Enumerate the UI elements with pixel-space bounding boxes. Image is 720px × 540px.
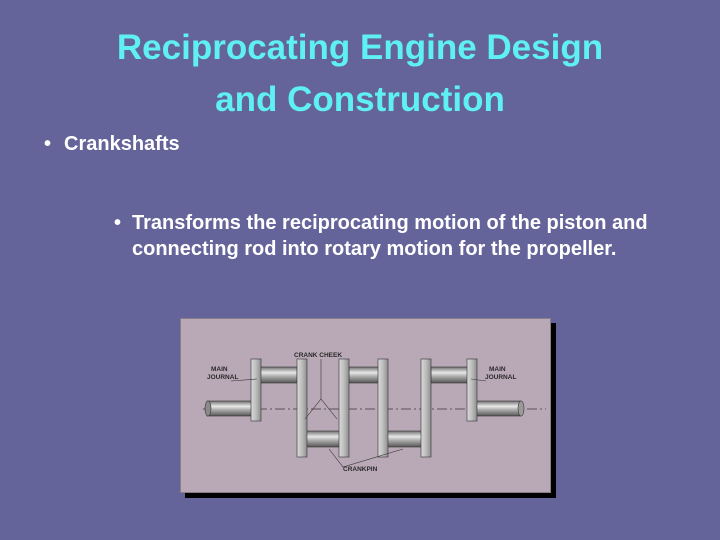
main-journal-left — [258, 366, 298, 384]
crankshaft-diagram: CRANK CHEEK MAIN JOURNAL MAIN JOURNAL CR… — [203, 352, 546, 473]
cheek-1 — [250, 358, 262, 422]
title-line-1: Reciprocating Engine Design — [116, 28, 604, 67]
cheek-3 — [338, 358, 350, 458]
right-shaft — [470, 400, 522, 417]
bullet-icon: • — [114, 212, 122, 234]
crankpin-right — [385, 430, 423, 448]
main-journal-right — [430, 366, 470, 384]
cheek-2 — [296, 358, 308, 458]
bullet-text: Crankshafts — [64, 133, 180, 155]
cheek-5 — [420, 358, 432, 458]
bullet-crankshafts: • Crankshafts — [44, 133, 180, 156]
label-crankpin: CRANKPIN — [343, 466, 378, 473]
slide-title: Reciprocating Engine Design and Construc… — [0, 22, 720, 126]
label-crank-cheek: CRANK CHEEK — [294, 352, 342, 359]
crankshaft-figure: CRANK CHEEK MAIN JOURNAL MAIN JOURNAL CR… — [180, 318, 551, 493]
crankpin-left — [304, 430, 342, 448]
cheek-4 — [377, 358, 389, 458]
bullet-transforms: • Transforms the reciprocating motion of… — [114, 210, 674, 262]
bullet-text: Transforms the reciprocating motion of t… — [132, 212, 648, 260]
title-line-2: and Construction — [215, 80, 505, 119]
label-main-journal-left-2: JOURNAL — [207, 374, 238, 381]
label-main-journal-right-1: MAIN — [489, 366, 506, 373]
label-main-journal-right-2: JOURNAL — [485, 374, 516, 381]
cheek-6 — [466, 358, 478, 422]
label-main-journal-left-1: MAIN — [211, 366, 228, 373]
bullet-icon: • — [44, 133, 52, 155]
center-journal — [348, 366, 380, 384]
